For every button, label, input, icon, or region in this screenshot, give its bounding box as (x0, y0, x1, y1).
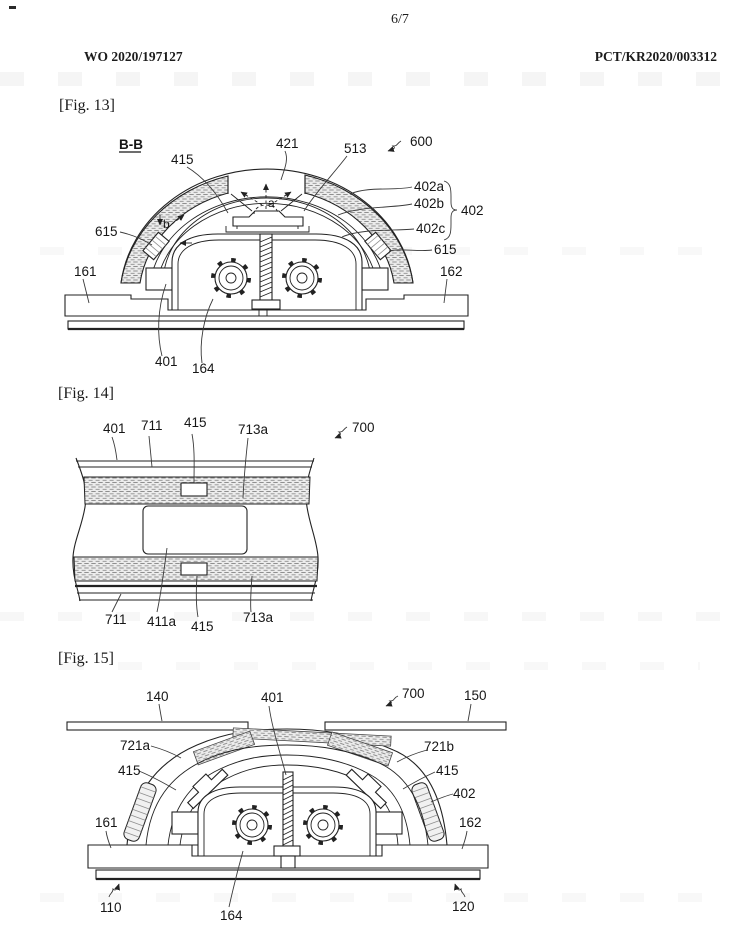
fig15-right-wing (375, 811, 403, 835)
fig15-ref-415-left: 415 (118, 763, 141, 778)
fig14-ref-415-bottom: 415 (191, 619, 214, 634)
fig15-ref-164: 164 (220, 908, 243, 923)
fig14-window-415-top (180, 482, 208, 497)
fig15-ref-161: 161 (95, 815, 118, 830)
fig14-ref-415-top: 415 (184, 415, 207, 430)
fig13-ref-164: 164 (192, 361, 215, 376)
fig14-ref-700: 700 (352, 420, 375, 435)
fig13-caption: [Fig. 13] (59, 97, 115, 114)
fig13-dim-a-arrows (240, 183, 292, 215)
fig14-ref-713a-top: 713a (238, 422, 269, 437)
fig13-opening (230, 193, 303, 212)
fig13-ref-402a: 402a (414, 179, 445, 194)
scan-artifact (60, 662, 700, 670)
fig15-left-plate-140 (66, 721, 249, 731)
fig14-band (72, 457, 319, 602)
fig15-screw (273, 771, 301, 869)
fig15-right-clip-415 (345, 768, 388, 810)
fig15-right-plate-150 (324, 721, 507, 731)
fig13-ref-402c: 402c (416, 221, 446, 236)
fig13-leader-lines (82, 140, 458, 364)
fig15-ref-401: 401 (261, 690, 284, 705)
fig13-ref-421: 421 (276, 136, 299, 151)
scan-artifact (9, 6, 16, 9)
fig13-tray-513 (225, 210, 310, 233)
fig13-right-roller (364, 231, 392, 261)
fig15-ref-402: 402 (453, 786, 476, 801)
fig13-ref-513: 513 (344, 141, 367, 156)
fig14-opening-411a (142, 505, 248, 555)
publication-number: WO 2020/197127 (84, 49, 183, 64)
fig15-left-gear (232, 805, 272, 845)
fig15-ref-162: 162 (459, 815, 482, 830)
fig14-caption: [Fig. 14] (58, 385, 114, 402)
fig14-ref-401: 401 (103, 421, 126, 436)
fig13-ref-402b: 402b (414, 196, 444, 211)
page-number: 6/7 (391, 12, 409, 27)
fig13-base-plate (64, 294, 469, 331)
fig15-drawing: 140 401 700 150 721a 721b 415 415 402 16… (66, 686, 507, 923)
fig15-right-gear (303, 805, 343, 845)
fig14-ref-713a-bottom: 713a (243, 610, 274, 625)
fig13-ref-415: 415 (171, 152, 194, 167)
fig13-ref-615-left: 615 (95, 224, 118, 239)
fig15-ref-140: 140 (146, 689, 169, 704)
fig13-ref-401: 401 (155, 354, 178, 369)
fig15-left-wing (171, 811, 199, 835)
fig13-left-wing (145, 267, 173, 291)
fig14-ref-711-top: 711 (141, 418, 163, 433)
fig13-ref-402: 402 (461, 203, 484, 218)
fig15-left-clip-415 (186, 768, 229, 810)
fig13-right-wing (361, 267, 389, 291)
application-number: PCT/KR2020/003312 (594, 49, 717, 64)
fig14-window-415-bottom (180, 562, 208, 576)
fig13-dim-b-arrows (157, 214, 192, 246)
scan-artifact (0, 72, 740, 86)
fig13-section-label: B-B (119, 137, 143, 152)
fig15-ref-120: 120 (452, 899, 475, 914)
fig14-leader-lines (111, 426, 348, 618)
fig13-left-gear (211, 258, 251, 298)
fig15-left-pad-402 (123, 782, 157, 842)
fig13-screw (251, 233, 281, 316)
fig15-ref-700: 700 (402, 686, 425, 701)
fig15-ref-150: 150 (464, 688, 487, 703)
fig15-leader-lines (105, 695, 472, 908)
fig13-ref-162: 162 (440, 264, 463, 279)
fig14-ref-411a: 411a (147, 614, 177, 629)
fig15-ref-415-right: 415 (436, 763, 459, 778)
fig15-ref-721b: 721b (424, 739, 454, 754)
fig14-drawing: 401 711 415 713a 700 711 411a 415 713a (72, 415, 375, 634)
fig15-ref-721a: 721a (120, 738, 151, 753)
fig13-right-gear (282, 258, 322, 298)
fig13-ref-161: 161 (74, 264, 97, 279)
fig13-dim-b: b (163, 217, 170, 231)
fig14-ref-711-bottom: 711 (105, 612, 127, 627)
fig13-drawing: B-B 415 421 513 600 402a 402b 402c 402 6… (64, 134, 484, 376)
fig15-caption: [Fig. 15] (58, 650, 114, 667)
fig15-ref-110: 110 (100, 900, 122, 915)
fig13-left-roller (142, 231, 170, 261)
fig15-right-pad-402 (411, 782, 445, 842)
fig13-dim-a: a (268, 196, 275, 210)
fig13-ref-615-right: 615 (434, 242, 457, 257)
fig13-ref-600: 600 (410, 134, 433, 149)
